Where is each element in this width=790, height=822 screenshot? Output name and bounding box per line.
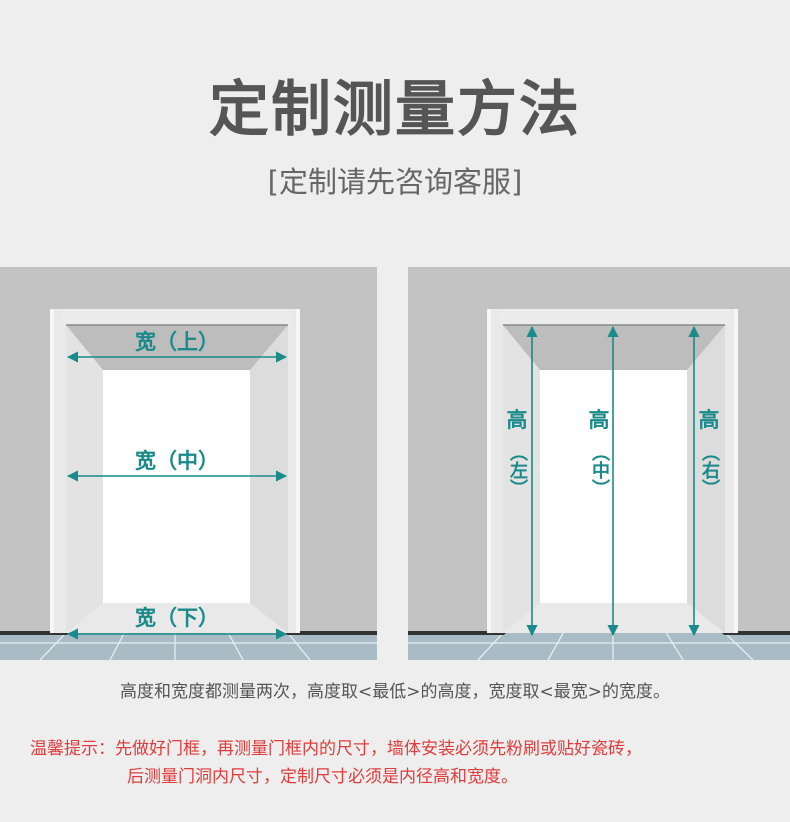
page-title: 定制测量方法: [209, 75, 581, 145]
height-left-paren: ︵左︶: [507, 443, 528, 497]
width-top-label: 宽（上）: [135, 330, 219, 354]
height-middle-paren: ︵中︶: [589, 443, 610, 497]
height-left-label: 高 ︵左︶: [504, 407, 530, 497]
doorway-illustration: [0, 309, 377, 660]
doorway-illustration: [408, 309, 790, 660]
height-middle-main: 高: [588, 408, 610, 432]
width-measure-diagram: 宽（上） 宽（中） 宽（下）: [0, 267, 377, 660]
height-left-main: 高: [506, 408, 528, 432]
tip-line-1: 温馨提示：先做好门框，再测量门框内的尺寸，墙体安装必须先粉刷或贴好瓷砖，: [30, 739, 642, 759]
width-middle-label: 宽（中）: [135, 449, 219, 473]
tip-line-2: 后测量门洞内尺寸，定制尺寸必须是内径高和宽度。: [127, 767, 518, 787]
height-middle-label: 高 ︵中︶: [586, 407, 612, 497]
height-right-paren: ︵右︶: [699, 443, 720, 497]
height-measure-diagram: 高 ︵左︶ 高 ︵中︶ 高 ︵右︶: [408, 267, 790, 660]
height-right-label: 高 ︵右︶: [696, 407, 722, 497]
width-bottom-label: 宽（下）: [135, 606, 219, 630]
height-right-main: 高: [698, 408, 720, 432]
measurement-rule: 高度和宽度都测量两次，高度取<最低>的高度，宽度取<最宽>的宽度。: [120, 682, 670, 702]
page-subtitle: [定制请先咨询客服]: [267, 165, 523, 199]
